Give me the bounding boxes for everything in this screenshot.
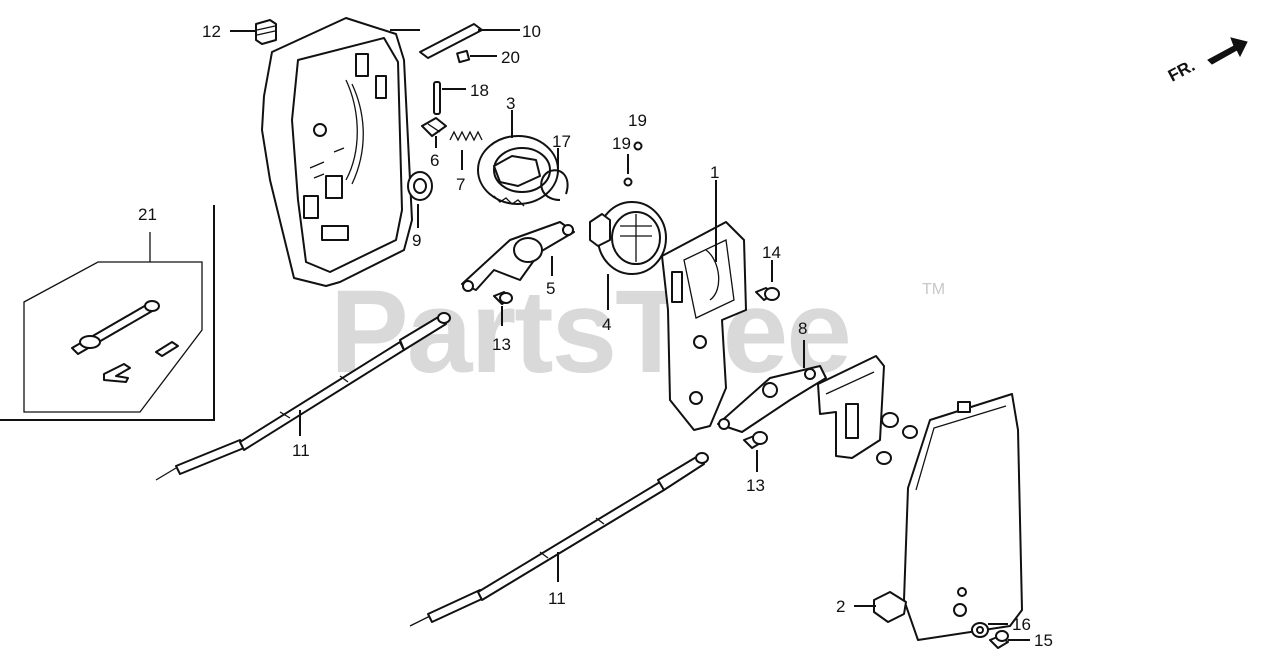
- part-8-link-plate: [717, 340, 827, 433]
- label-part-18: 18: [470, 81, 489, 100]
- part-6-detent: [421, 117, 447, 148]
- part-13-screw-upper: [493, 291, 513, 326]
- part-15-screw: [989, 630, 1030, 649]
- cover-panel: [903, 393, 1023, 641]
- label-part-13-lower: 13: [746, 476, 765, 495]
- part-10-key: [390, 23, 520, 59]
- label-part-6: 6: [430, 151, 439, 170]
- watermark-tm: TM: [922, 281, 945, 298]
- part-2-knob: [854, 591, 907, 623]
- label-part-20: 20: [501, 48, 520, 67]
- label-part-9: 9: [412, 231, 421, 250]
- label-part-13-upper: 13: [492, 335, 511, 354]
- part-13-screw-lower: [743, 431, 768, 472]
- part-16-washer: [971, 622, 1008, 638]
- label-part-2: 2: [836, 597, 845, 616]
- part-11-cable-lower: [409, 452, 709, 627]
- label-part-21: 21: [138, 205, 157, 224]
- part-12-grommet: [230, 19, 277, 45]
- front-direction-indicator: FR.: [1165, 37, 1248, 86]
- label-part-10: 10: [522, 22, 541, 41]
- part-20-pin: [456, 49, 497, 64]
- part-3-cam-gear: [477, 110, 559, 207]
- part-17-circlip: [540, 148, 569, 201]
- part-14-screw: [755, 260, 780, 301]
- part-18-pin: [433, 81, 466, 115]
- label-part-17: 17: [552, 132, 571, 151]
- part-11-cable-upper: [155, 312, 451, 481]
- part-19-balls: [623, 141, 643, 187]
- part-5-lever: [461, 221, 575, 292]
- label-part-4: 4: [602, 315, 611, 334]
- main-housing: [261, 17, 413, 287]
- label-part-3: 3: [506, 94, 515, 113]
- part-7-spring: [449, 130, 483, 170]
- part-4-dial: [589, 201, 667, 310]
- label-part-19b: 19: [612, 134, 631, 153]
- label-part-5: 5: [546, 279, 555, 298]
- label-part-16: 16: [1012, 615, 1031, 634]
- switch-plate: [817, 355, 918, 465]
- label-part-12: 12: [202, 22, 221, 41]
- label-part-19a: 19: [628, 111, 647, 130]
- label-part-11-upper: 11: [292, 441, 310, 460]
- front-arrow-icon: [1207, 37, 1248, 65]
- front-label: FR.: [1165, 56, 1198, 86]
- label-part-15: 15: [1034, 631, 1053, 650]
- label-part-11-lower: 11: [548, 589, 566, 608]
- part-9-washer: [407, 171, 433, 228]
- label-part-14: 14: [762, 243, 781, 262]
- part-21-inset-kit: [0, 205, 215, 421]
- label-part-1: 1: [710, 163, 719, 182]
- part-1-bracket: [661, 180, 747, 431]
- label-part-7: 7: [456, 175, 465, 194]
- label-part-8: 8: [798, 319, 807, 338]
